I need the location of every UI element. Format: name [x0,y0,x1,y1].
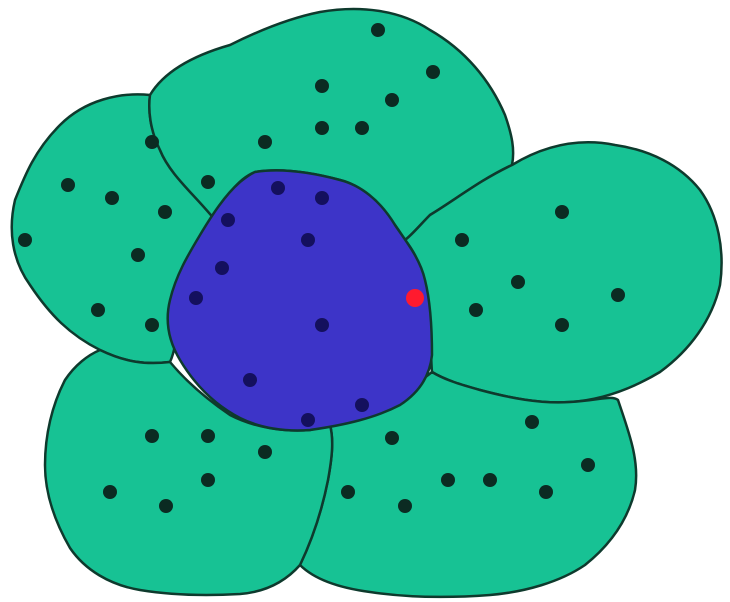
outer-dot [426,65,440,79]
outer-dot [159,499,173,513]
outer-dot [469,303,483,317]
red-dot [406,289,424,307]
inner-dot [315,191,329,205]
inner-dot [301,413,315,427]
outer-dot [525,415,539,429]
outer-dot [258,445,272,459]
inner-dot [301,233,315,247]
outer-dot [483,473,497,487]
outer-dot [371,23,385,37]
outer-dot [145,318,159,332]
inner-dot [355,398,369,412]
outer-dot [258,135,272,149]
outer-dot [145,429,159,443]
outer-dot [511,275,525,289]
inner-dot [215,261,229,275]
outer-dot [103,485,117,499]
outer-dot [131,248,145,262]
outer-dot [158,205,172,219]
outer-dot [201,473,215,487]
inner-dot [271,181,285,195]
inner-dot [221,213,235,227]
inner-dot [315,318,329,332]
inner-dot [189,291,203,305]
outer-dot [315,121,329,135]
outer-dot [201,429,215,443]
inner-dot [243,373,257,387]
outer-dot [539,485,553,499]
outer-dot [455,233,469,247]
outer-dot [201,175,215,189]
outer-dot [441,473,455,487]
outer-dot [91,303,105,317]
outer-dot [611,288,625,302]
outer-dot [555,205,569,219]
outer-dot [105,191,119,205]
outer-dot [581,458,595,472]
outer-dot [145,135,159,149]
outer-dot [315,79,329,93]
outer-dot [555,318,569,332]
outer-dot [18,233,32,247]
outer-dot [355,121,369,135]
outer-dot [398,499,412,513]
outer-dot [385,93,399,107]
outer-dot [341,485,355,499]
outer-dot [61,178,75,192]
outer-dot [385,431,399,445]
